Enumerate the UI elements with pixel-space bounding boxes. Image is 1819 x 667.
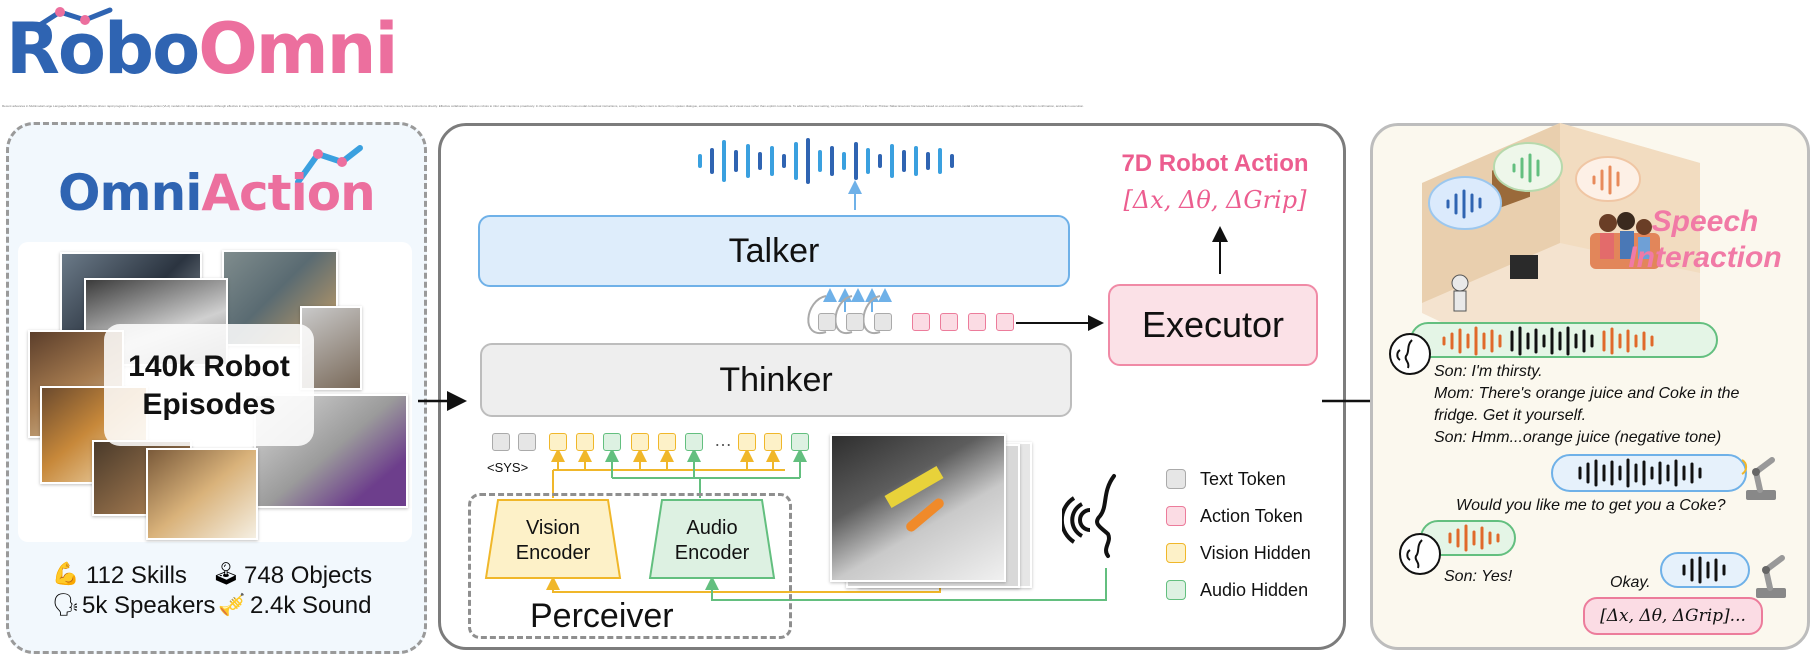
legend-audio-hidden: Audio Hidden <box>1200 580 1309 600</box>
action-token <box>940 313 958 331</box>
audio-waveform-icon <box>1578 458 1702 488</box>
audio-encoder-line2: Encoder <box>674 542 750 564</box>
legend-swatch-action <box>1166 506 1186 526</box>
action-token <box>912 313 930 331</box>
human-speaking-icon <box>1389 333 1431 375</box>
vision-encoder-label: Vision Encoder <box>484 516 622 566</box>
vision-encoder-line1: Vision <box>525 517 581 539</box>
perceiver-module <box>468 493 792 639</box>
robot-speech-bubble <box>1660 552 1750 588</box>
robot-question: Would you like me to get you a Coke? <box>1456 497 1726 514</box>
executor-module: Executor <box>1108 284 1318 366</box>
robot-arm-icon <box>295 145 363 185</box>
dialogue-line: Son: Hmm...orange juice (negative tone) <box>1434 429 1722 446</box>
legend-swatch-audio <box>1166 580 1186 600</box>
episodes-line1: 140k Robot <box>128 350 290 383</box>
speaker-person-icon: 🗣 <box>52 592 80 617</box>
dialogue-line: fridge. Get it yourself. <box>1434 407 1587 424</box>
robot-arm-icon <box>1756 555 1786 598</box>
robot-arm-icon <box>32 7 113 31</box>
robot-okay: Okay. <box>1610 574 1651 591</box>
text-token <box>492 433 510 451</box>
episodes-line2: Episodes <box>142 388 276 421</box>
audio-encoder-label: Audio Encoder <box>648 516 776 566</box>
vision-token <box>738 433 756 451</box>
legend-swatch-text <box>1166 469 1186 489</box>
legend-swatch-vision <box>1166 543 1186 563</box>
audio-encoder-line1: Audio <box>686 517 738 539</box>
stat-sound: 2.4k Sound <box>250 592 372 619</box>
living-room-illustration <box>1422 123 1700 323</box>
dialogue-line: Son: I'm thirsty. <box>1434 363 1543 380</box>
audio-token <box>685 433 703 451</box>
brand-omni: Omni <box>58 164 202 222</box>
episode-photo <box>146 448 258 540</box>
robot-action-formula: [Δx, Δθ, ΔGrip] <box>1123 186 1307 214</box>
text-token <box>518 433 536 451</box>
robot-action-title: 7D Robot Action <box>1121 150 1309 177</box>
text-token <box>818 313 836 331</box>
action-output-chip: [Δx, Δθ, ΔGrip]... <box>1583 597 1763 635</box>
logo-omni: Omni <box>198 8 398 90</box>
audio-waveform-icon <box>698 138 954 184</box>
token-ellipsis: … <box>714 430 732 450</box>
vision-encoder-shape <box>484 499 622 579</box>
vision-token <box>631 433 649 451</box>
text-token <box>874 313 892 331</box>
robot-speech-bubble <box>1551 454 1747 492</box>
dialogue-line: Mom: There's orange juice and Coke in th… <box>1434 385 1740 402</box>
audio-waveform-icon <box>1448 524 1500 552</box>
human-speaking-icon <box>1399 533 1441 575</box>
vision-token <box>576 433 594 451</box>
vision-token <box>549 433 567 451</box>
sys-token-label: <SYS> <box>487 460 529 475</box>
brand-action: Action <box>201 164 375 222</box>
trumpet-icon: 🎺 <box>218 592 246 617</box>
speech-title-line2: Interaction <box>1628 241 1782 274</box>
legend-vision-hidden: Vision Hidden <box>1200 543 1311 563</box>
text-token <box>846 313 864 331</box>
speech-title-line1: Speech <box>1651 205 1759 238</box>
stat-objects: 748 Objects <box>244 562 373 589</box>
vision-token <box>764 433 782 451</box>
perceiver-label: Perceiver <box>530 597 674 635</box>
talker-module: Talker <box>478 215 1070 287</box>
audio-token <box>791 433 809 451</box>
audio-token <box>603 433 621 451</box>
episodes-card: 140k Robot Episodes <box>104 324 314 446</box>
speaking-head-icon <box>1062 474 1116 558</box>
speech-interaction-title: Speech Interaction <box>1610 204 1800 276</box>
joystick-icon: 🕹 <box>212 561 240 586</box>
vision-encoder-line2: Encoder <box>515 542 591 564</box>
action-token <box>996 313 1014 331</box>
muscle-icon: 💪 <box>52 561 80 586</box>
thinker-module: Thinker <box>480 343 1072 417</box>
audio-waveform-icon <box>1682 556 1726 584</box>
abstract-text: Recent advances in Multimodal Large Lang… <box>2 104 1085 108</box>
roboomni-logo: RoboOmni <box>6 14 398 84</box>
camera-frame <box>830 434 1006 582</box>
robot-arm-icon <box>1741 457 1776 500</box>
stat-skills: 112 Skills <box>86 562 187 589</box>
stat-speakers: 5k Speakers <box>82 592 216 619</box>
omniaction-brand: OmniAction <box>58 168 376 218</box>
audio-waveform-icon <box>1442 326 1654 356</box>
action-token <box>968 313 986 331</box>
son-reply: Son: Yes! <box>1444 568 1513 585</box>
legend-text-token: Text Token <box>1200 469 1286 489</box>
legend-action-token: Action Token <box>1200 506 1303 526</box>
audio-encoder-shape <box>648 499 776 579</box>
vision-token <box>658 433 676 451</box>
